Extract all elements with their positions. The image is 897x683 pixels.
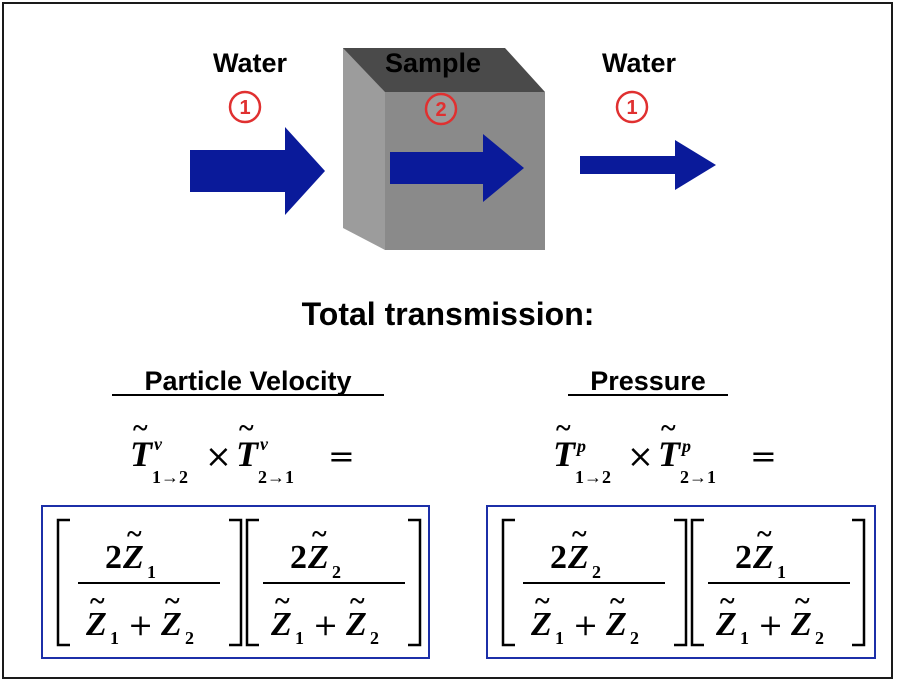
velocity-result-box <box>41 505 430 659</box>
pressure-fraction-2: 2 ~ Z 1 ~ Z 1 + ~ Z 2 <box>708 519 850 648</box>
frac-denominator-Z1: Z <box>530 606 552 643</box>
tilde: ~ <box>90 586 105 617</box>
pressure-sub2: 2→1 <box>680 467 716 487</box>
bracket-left-2 <box>245 518 259 647</box>
sample-number-circle <box>424 92 458 126</box>
right-water-number-circle <box>615 90 649 124</box>
frac-numerator-sub: 2 <box>592 562 601 582</box>
frac-numerator-Z: Z <box>752 539 774 576</box>
frac-denominator-sub2: 2 <box>815 628 824 648</box>
frac-denominator-Z1: Z <box>715 606 737 643</box>
frac-denominator-Z2: Z <box>160 606 182 643</box>
frac-denominator-sub2: 2 <box>185 628 194 648</box>
left-water-number-circle <box>228 90 262 124</box>
frac-denominator-Z1: Z <box>270 606 292 643</box>
frac-denominator-Z1: Z <box>85 606 107 643</box>
pressure-sub1: 1→2 <box>575 467 611 487</box>
pressure-sup1: p <box>575 436 586 456</box>
sample-block-side <box>343 48 385 250</box>
frac-plus: + <box>313 608 338 643</box>
tilde: ~ <box>165 586 180 617</box>
bracket-left-2 <box>690 518 704 647</box>
left-water-label: Water <box>213 48 288 78</box>
velocity-sup1: v <box>154 434 163 454</box>
frac-numerator-Z: Z <box>307 539 329 576</box>
velocity-sub2: 2→1 <box>258 467 294 487</box>
frac-numerator-sub: 1 <box>147 562 156 582</box>
left-water-arrow <box>190 127 325 215</box>
velocity-T2: T <box>236 434 260 474</box>
bracket-left-1 <box>56 518 70 647</box>
tilde: ~ <box>239 413 254 444</box>
right-water-label: Water <box>602 48 677 78</box>
pressure-equals: = <box>750 437 777 475</box>
velocity-T1: T <box>130 434 154 474</box>
pressure-result-box <box>486 505 876 659</box>
frac-denominator-Z2: Z <box>345 606 367 643</box>
tilde: ~ <box>661 413 676 444</box>
velocity-equals: = <box>328 437 355 475</box>
tilde: ~ <box>757 519 772 550</box>
frac-denominator-sub1: 1 <box>555 628 564 648</box>
total-transmission-title: Total transmission: <box>302 296 595 332</box>
frac-numerator-sub: 2 <box>332 562 341 582</box>
frac-numerator-coef: 2 <box>735 539 752 576</box>
bracket-right-1 <box>674 518 688 647</box>
right-water-number: 1 <box>626 97 637 119</box>
bracket-right-2 <box>408 518 422 647</box>
tilde: ~ <box>556 413 571 444</box>
frac-denominator-sub2: 2 <box>630 628 639 648</box>
frac-denominator-sub1: 1 <box>295 628 304 648</box>
tilde: ~ <box>312 519 327 550</box>
pressure-product: ~ T p 1→2 × ~ T p 2→1 = <box>553 413 777 487</box>
sample-block-top <box>343 48 545 92</box>
right-water-arrow <box>580 140 716 190</box>
bracket-right-2 <box>852 518 866 647</box>
bracket-left-1 <box>501 518 515 647</box>
sample-label: Sample <box>385 48 481 78</box>
velocity-fraction-2: 2 ~ Z 2 ~ Z 1 + ~ Z 2 <box>263 519 405 648</box>
pressure-times: × <box>627 437 654 475</box>
tilde: ~ <box>535 586 550 617</box>
frac-numerator-Z: Z <box>122 539 144 576</box>
pressure-fraction-1: 2 ~ Z 2 ~ Z 1 + ~ Z 2 <box>523 519 665 648</box>
frac-numerator-coef: 2 <box>290 539 307 576</box>
frac-numerator-coef: 2 <box>105 539 122 576</box>
velocity-fraction-1: 2 ~ Z 1 ~ Z 1 + ~ Z 2 <box>78 519 220 648</box>
pressure-T1: T <box>553 434 577 474</box>
velocity-times: × <box>205 437 232 475</box>
velocity-sup2: v <box>260 434 269 454</box>
tilde: ~ <box>720 586 735 617</box>
frac-denominator-Z2: Z <box>790 606 812 643</box>
tilde: ~ <box>350 586 365 617</box>
velocity-product: ~ T v 1→2 × ~ T v 2→1 = <box>130 413 355 487</box>
tilde: ~ <box>127 519 142 550</box>
frac-denominator-Z2: Z <box>605 606 627 643</box>
sample-number: 2 <box>435 99 446 121</box>
tilde: ~ <box>133 413 148 444</box>
frac-numerator-coef: 2 <box>550 539 567 576</box>
tilde: ~ <box>275 586 290 617</box>
frac-plus: + <box>128 608 153 643</box>
tilde: ~ <box>572 519 587 550</box>
frac-plus: + <box>758 608 783 643</box>
pressure-T2: T <box>658 434 682 474</box>
frac-numerator-sub: 1 <box>777 562 786 582</box>
frac-denominator-sub1: 1 <box>740 628 749 648</box>
frac-denominator-sub1: 1 <box>110 628 119 648</box>
velocity-sub1: 1→2 <box>152 467 188 487</box>
tilde: ~ <box>795 586 810 617</box>
particle-velocity-heading: Particle Velocity <box>144 366 351 396</box>
frac-plus: + <box>573 608 598 643</box>
left-water-number: 1 <box>239 97 250 119</box>
sample-arrow <box>390 134 524 202</box>
frac-denominator-sub2: 2 <box>370 628 379 648</box>
frac-numerator-Z: Z <box>567 539 589 576</box>
tilde: ~ <box>610 586 625 617</box>
pressure-heading: Pressure <box>590 366 706 396</box>
pressure-sup2: p <box>680 436 691 456</box>
sample-block <box>343 48 545 250</box>
bracket-right-1 <box>229 518 243 647</box>
